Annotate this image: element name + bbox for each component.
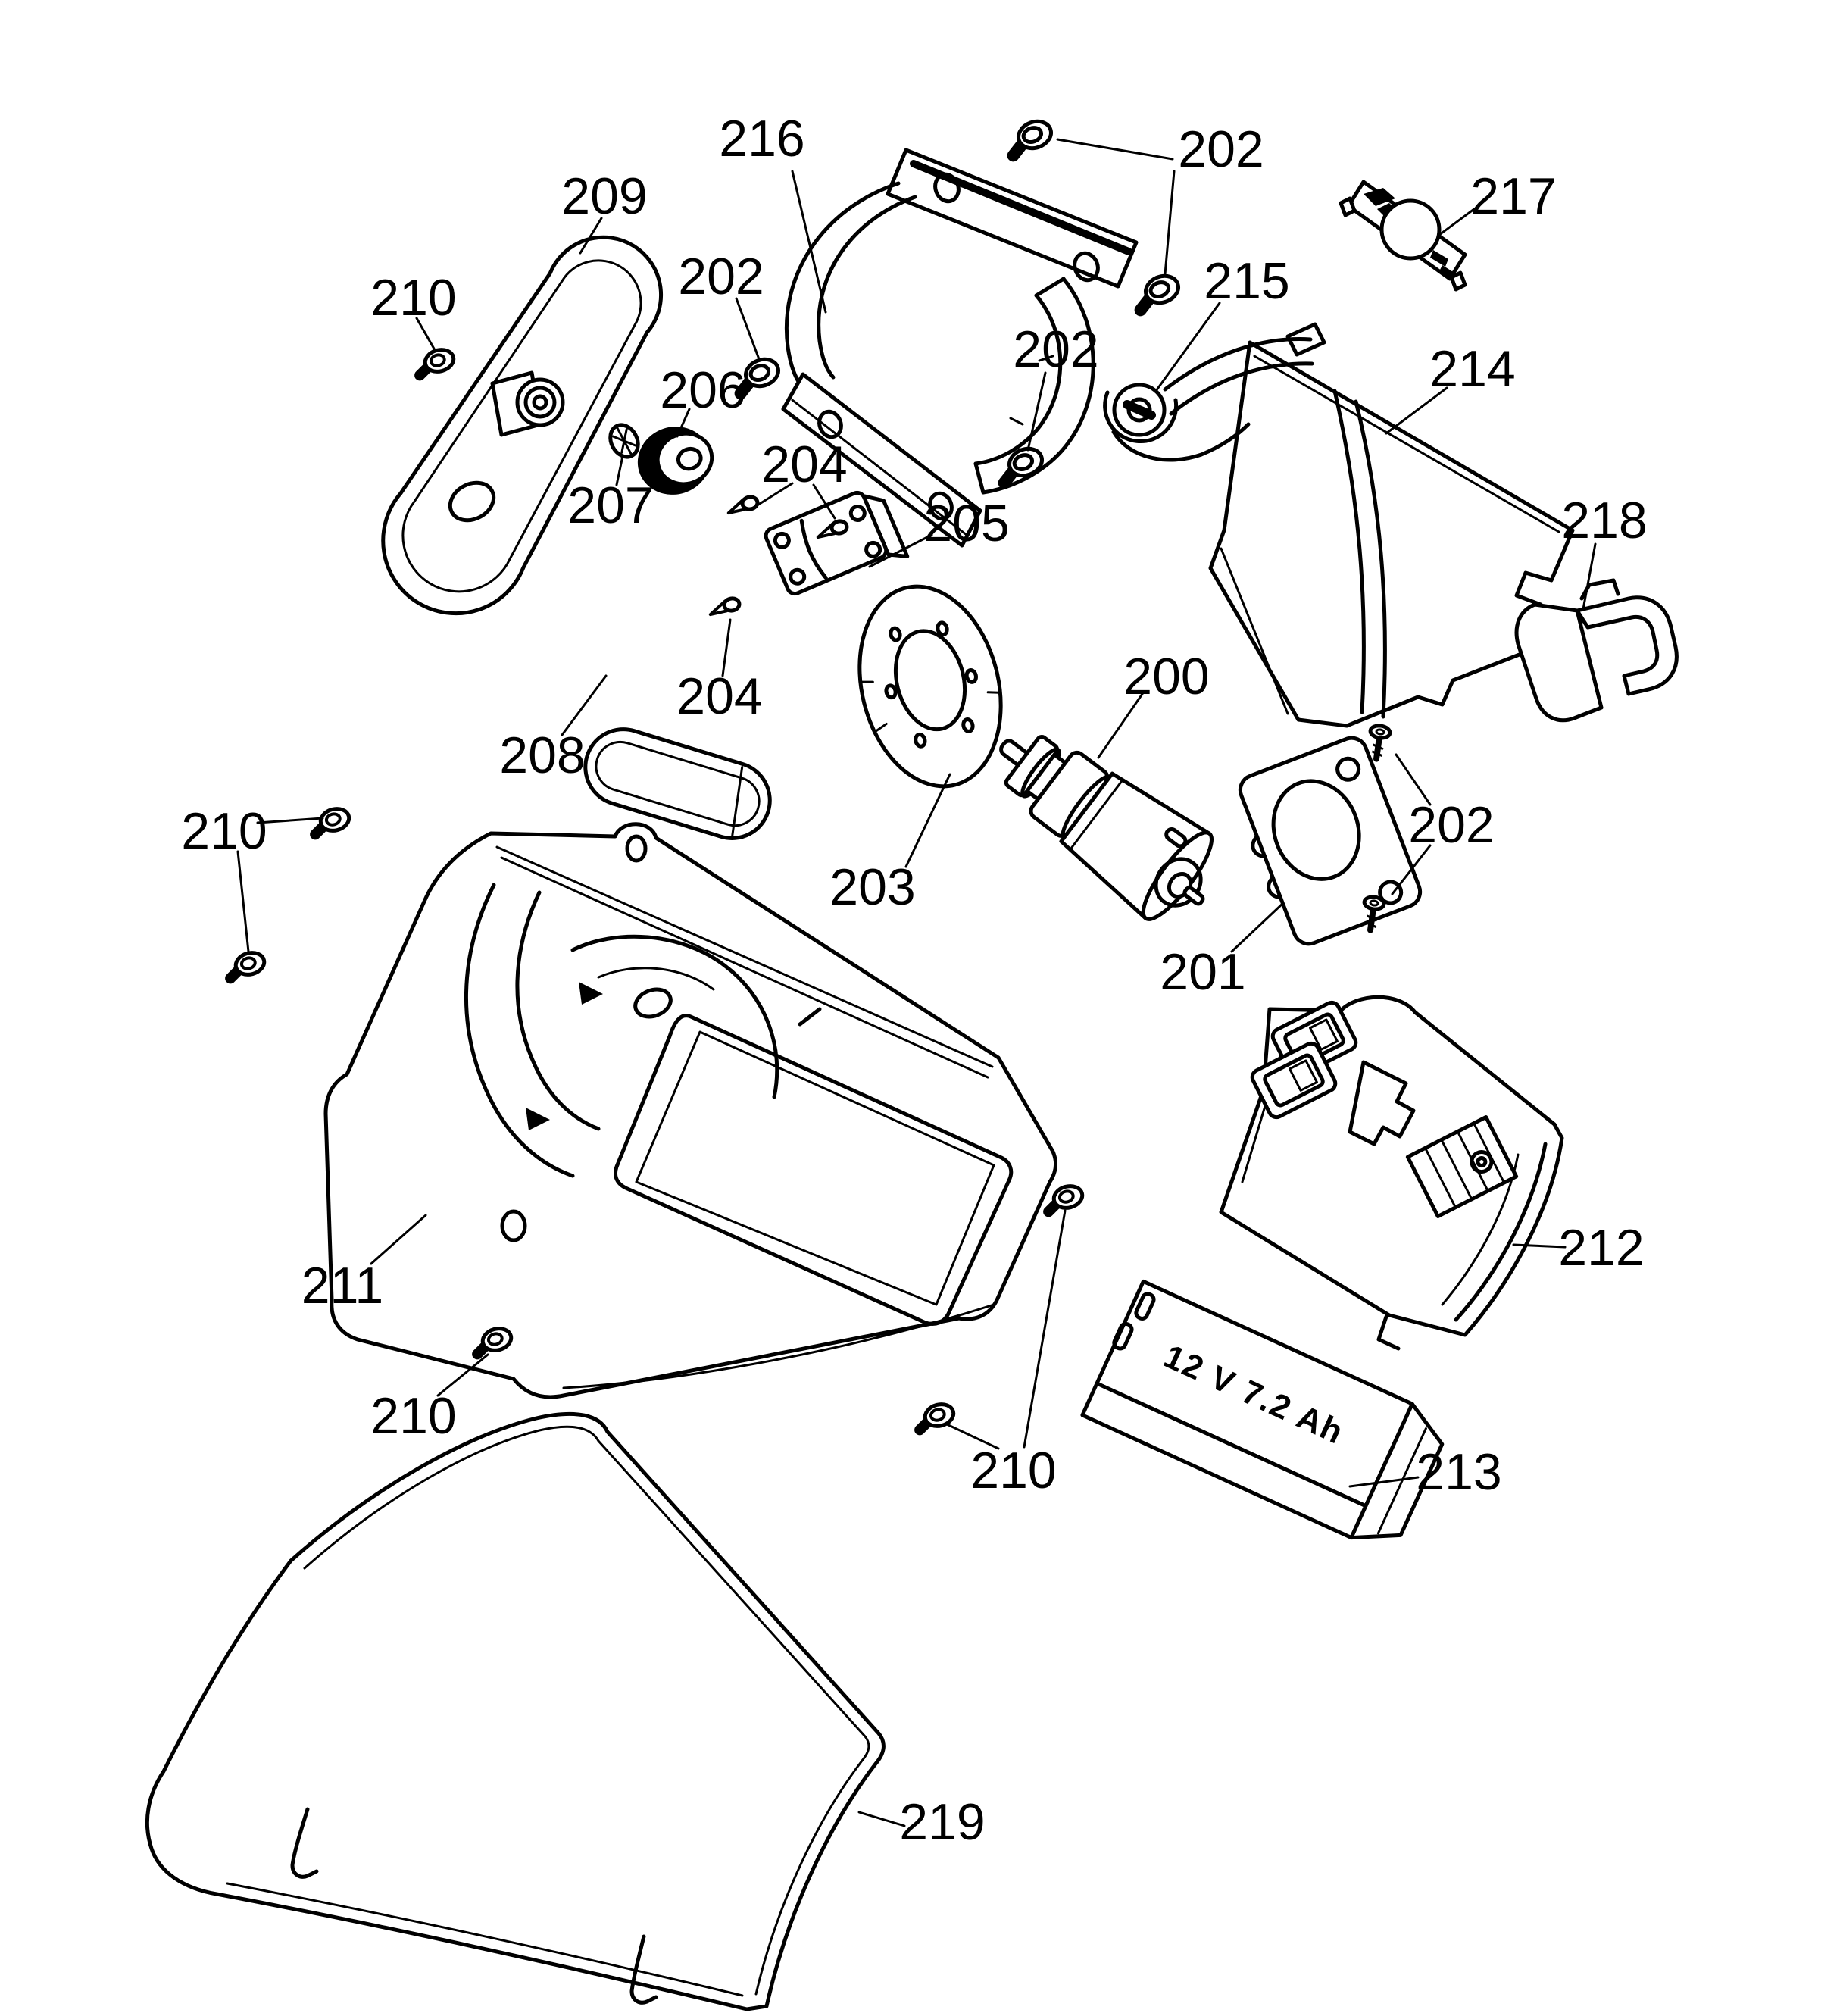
part-205-switch-bracket [764,490,910,596]
screw-flange-icon [310,807,351,840]
part-211-main-housing [323,822,1057,1399]
callout-label-200: 200 [1123,648,1209,705]
callout-label-211: 211 [301,1257,383,1314]
leader-line-210 [945,1423,1000,1450]
callout-label-202: 202 [1178,120,1264,178]
callout-label-204: 204 [761,436,847,493]
leader-line-205 [868,533,933,568]
part-203-seal-disc [857,584,1003,789]
callout-label-208: 208 [499,727,585,784]
leader-line-200 [1097,692,1144,759]
callout-label-206: 206 [660,361,745,419]
callout-label-215: 215 [1204,252,1289,310]
part-207-lock-washer [608,423,640,459]
callout-label-219: 219 [899,1793,985,1851]
leader-line-210 [256,817,324,824]
leader-line-202 [1395,753,1432,806]
part-206-pulley [637,427,714,495]
callout-label-214: 214 [1429,340,1515,398]
leader-line-214 [1385,386,1448,435]
part-215-latch-arm [1103,337,1314,462]
part-218-clip [1514,578,1679,723]
callout-label-213: 213 [1416,1443,1501,1501]
screw-tap-icon [816,519,849,539]
callout-label-209: 209 [561,167,647,225]
screw-flange-icon [225,951,267,984]
callout-label-202: 202 [1408,796,1494,854]
leader-line-208 [561,674,608,736]
screws-layer [225,119,1392,1436]
callout-label-207: 207 [567,477,653,534]
screw-pan-icon [1007,119,1053,162]
leader-line-202 [1391,844,1432,895]
part-208-belt [583,727,772,840]
screw-vert-icon [1362,895,1386,933]
screw-pan-icon [998,446,1044,489]
part-201-motor-mount-plate [1238,736,1423,946]
part-219-lid [145,1412,886,2011]
leader-line-210 [436,1353,489,1397]
part-213-battery: 12 V 7.2 Ah [1080,1279,1445,1540]
leader-line-202 [1164,170,1176,276]
leader-line-209 [579,217,603,255]
leader-line-210 [1023,1209,1067,1449]
leader-line-211 [370,1214,427,1265]
callout-label-216: 216 [719,110,804,167]
leader-line-203 [904,773,951,868]
leader-line-216 [791,170,827,314]
part-200-motor [999,735,1214,921]
leader-line-206 [676,408,691,438]
leader-line-202 [735,297,761,361]
screw-flange-icon [1043,1184,1085,1217]
callout-label-201: 201 [1160,943,1245,1001]
screw-tap-icon [708,596,742,617]
screw-pan-icon [1134,273,1180,317]
leader-line-204 [721,618,732,677]
leader-line-219 [857,1811,906,1827]
leader-line-213 [1348,1476,1420,1488]
screw-tap-icon [726,495,760,515]
leader-line-217 [1438,208,1476,236]
callout-label-210: 210 [370,1387,456,1445]
leader-line-201 [1230,902,1285,953]
leader-line-218 [1582,542,1597,611]
part-214-cover-housing [1208,322,1575,728]
part-216-shield [781,148,1139,548]
callout-label-203: 203 [829,858,915,916]
callout-label-210: 210 [370,269,456,327]
screw-vert-icon [1368,724,1392,762]
screw-flange-icon [414,348,456,381]
leader-line-207 [615,455,624,486]
callout-label-210: 210 [970,1442,1056,1499]
leader-line-202 [1026,371,1047,452]
screw-pan-icon [734,357,780,400]
callout-label-218: 218 [1561,492,1647,549]
leader-line-204 [812,483,836,520]
leader-line-210 [236,850,250,953]
callout-label-202: 202 [678,248,764,305]
leader-line-215 [1154,302,1221,392]
callout-label-202: 202 [1013,320,1098,378]
callout-label-212: 212 [1558,1219,1644,1277]
callout-label-204: 204 [676,667,762,725]
leader-line-210 [415,317,436,352]
screw-flange-icon [472,1327,514,1360]
callouts-layer: 216 202 217 209 210 202 215 214 206 204 202 218 207 2… [181,110,1647,1851]
callout-label-205: 205 [923,495,1009,552]
part-209-belt-guard [381,235,664,616]
leader-line-204 [754,482,794,508]
part-217-nameplate [1339,180,1467,292]
callout-label-217: 217 [1470,167,1556,225]
leader-line-212 [1512,1243,1567,1249]
leader-line-202 [1056,138,1174,161]
part-212-electronics-module [1219,995,1564,1351]
callout-label-210: 210 [181,802,267,860]
screw-flange-icon [914,1402,956,1436]
